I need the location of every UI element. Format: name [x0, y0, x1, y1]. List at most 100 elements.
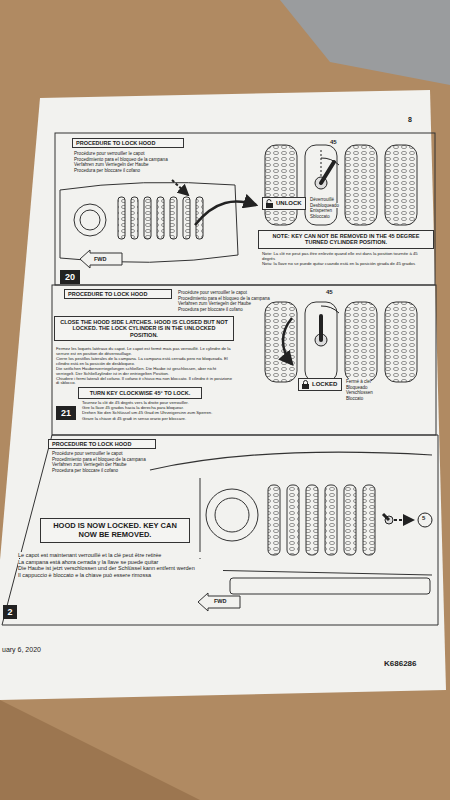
reference-line: [321, 150, 322, 176]
translation-text: La campana está ahora cerrada y la llave…: [18, 559, 223, 565]
procedure-heading: PROCEDURE TO LOCK HOOD: [64, 289, 172, 299]
jeep-front: [60, 182, 238, 262]
lock-icon: [301, 380, 310, 389]
procedure-heading: PROCEDURE TO LOCK HOOD: [48, 439, 156, 449]
box-text: NOTE: KEY CAN NOT BE REMOVED IN THE 45 D…: [262, 233, 430, 246]
translation-text: Fermé à clef: [346, 379, 371, 384]
rotation-arrow: [283, 318, 292, 364]
grille-slot: [385, 145, 417, 225]
translation-text: Procedimiento para el bloqueo de la camp…: [52, 457, 146, 462]
box-text: 20: [63, 272, 77, 282]
angle-arc: [321, 158, 339, 165]
translation-text: Procedura per bloccare il cofano: [52, 468, 118, 473]
box-text: HOOD IS NOW LOCKED. KEY CAN NOW BE REMOV…: [45, 522, 185, 539]
grille-slot: [305, 145, 337, 225]
box-text: TURN KEY CLOCKWISE 45° TO LOCK.: [82, 390, 198, 396]
grille-slot: [183, 197, 190, 239]
box-text: LOCKED: [312, 381, 339, 388]
grille-slot: [305, 302, 337, 382]
headlight: [80, 210, 100, 230]
translation-text: Chiudere i fermi laterali del cofano. Il…: [56, 377, 234, 386]
grille-slot: [157, 197, 164, 239]
zoom-arrow: [195, 202, 256, 225]
step-number: 2: [3, 605, 17, 619]
lock-shackle: [267, 200, 271, 204]
box-text: 2: [6, 607, 14, 617]
lock-body: [266, 203, 273, 208]
headlight: [74, 204, 106, 236]
translation-text: Bloccato: [346, 396, 363, 401]
panel-border: [55, 133, 435, 285]
jeep-front: [200, 478, 432, 575]
translation-text: Le capot est maintenant verrouillé et la…: [18, 552, 223, 558]
translation-text: Procédure pour verrouiller le capot: [178, 290, 247, 295]
translation-text: Fermez les loquets latéraux du capot. Le…: [56, 347, 234, 356]
translation-text: Procedimiento para el bloqueo de la camp…: [178, 296, 270, 301]
page-number: 8: [408, 116, 412, 124]
grille-slot: [170, 197, 177, 239]
callout-circle: [418, 513, 432, 527]
translation-text: Entsperren: [310, 208, 332, 213]
result-box: HOOD IS NOW LOCKED. KEY CAN NOW BE REMOV…: [40, 518, 190, 543]
direction-label: FWD: [214, 598, 227, 604]
instruction-box: TURN KEY CLOCKWISE 45° TO LOCK.: [78, 387, 202, 399]
translation-text: Girare la chiave di 45 gradi in senso or…: [82, 417, 247, 422]
panel-border: [2, 435, 438, 625]
translation-text: Déverrouillé: [310, 197, 334, 202]
key: [321, 162, 334, 183]
instruction-box: CLOSE THE HOOD SIDE LATCHES. HOOD IS CLO…: [54, 316, 234, 341]
status-box: LOCKED: [298, 378, 342, 391]
step-number: 20: [60, 270, 80, 284]
angle-label: 45: [326, 289, 333, 296]
date: uary 6, 2020: [2, 646, 41, 654]
grille-slot: [325, 485, 337, 555]
panel-border: [52, 285, 436, 435]
grille-slot: [144, 197, 151, 239]
translation-text: Sbloccato: [310, 214, 330, 219]
fwd-arrow: [80, 250, 122, 268]
grille-slot: [344, 485, 356, 555]
key: [319, 316, 323, 340]
translation-text: Procedura per bloccare il cofano: [74, 168, 140, 173]
paper-sheet: [0, 90, 446, 700]
translation-text: Note: La clé ne peut pas être enlevée qu…: [262, 252, 432, 262]
lock-icon: [265, 199, 274, 208]
procedure-heading: PROCEDURE TO LOCK HOOD: [72, 138, 184, 148]
box-text: PROCEDURE TO LOCK HOOD: [68, 291, 168, 297]
translation-text: Desbloqueado: [310, 203, 339, 208]
fwd-arrow: [198, 593, 240, 611]
grille-slot: [385, 302, 417, 382]
translation-text: Verfahren zum Verriegeln der Haube: [52, 462, 127, 467]
grille-slot: [268, 485, 280, 555]
status-box: UNLOCK: [262, 197, 306, 210]
key: [383, 514, 389, 520]
dashed-arrow: [172, 180, 188, 195]
translation-text: Procedimiento para el bloqueo de la camp…: [74, 157, 168, 162]
angle-arc: [321, 306, 339, 313]
box-text: PROCEDURE TO LOCK HOOD: [76, 140, 180, 146]
box-text: PROCEDURE TO LOCK HOOD: [52, 441, 152, 447]
grille-slot: [287, 485, 299, 555]
translation-text: Cierre los pestillos laterales de la cam…: [56, 357, 234, 366]
direction-label: FWD: [94, 256, 107, 262]
angle-label: 45: [330, 139, 337, 146]
box-text: UNLOCK: [276, 200, 303, 207]
grille-slot: [131, 197, 138, 239]
note-box: NOTE: KEY CAN NOT BE REMOVED IN THE 45 D…: [258, 230, 434, 249]
grille-slot: [363, 485, 375, 555]
translation-text: Nota: la llave no se puede quitar cuando…: [262, 262, 432, 267]
translation-text: Die Haube ist jetzt verschlossen und der…: [18, 565, 223, 571]
translation-text: Die seitlichen Haubenverriegelungen schl…: [56, 367, 234, 376]
translation-text: Verfahren zum Verriegeln der Haube: [74, 162, 149, 167]
headlight: [206, 489, 258, 541]
grille-slot: [265, 145, 297, 225]
grille-slot: [306, 485, 318, 555]
translation-text: Il cappuccio è bloccato e la chiave può …: [18, 572, 223, 578]
translation-text: Drehen Sie den Schlüssel um 45 Grad im U…: [82, 411, 247, 416]
translation-text: Verfahren zum Verriegeln der Haube: [178, 301, 251, 306]
grille-slot: [118, 197, 125, 239]
plastic-bag: [280, 0, 450, 85]
box-text: CLOSE THE HOOD SIDE LATCHES. HOOD IS CLO…: [58, 319, 230, 338]
lock-body: [302, 384, 309, 389]
